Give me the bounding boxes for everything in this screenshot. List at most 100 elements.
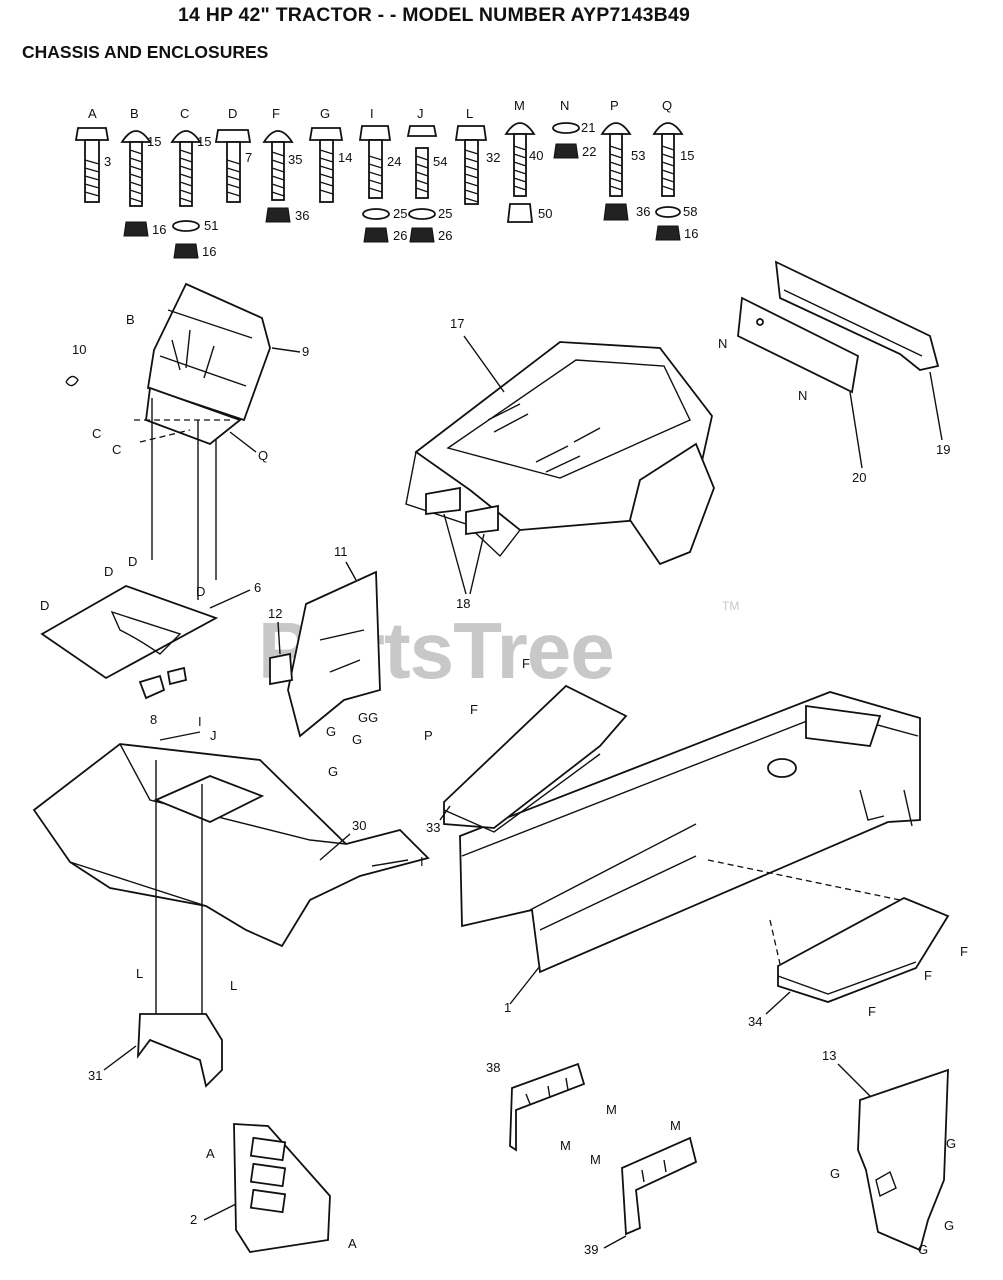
hardware-num-Q-1: 15	[680, 148, 694, 163]
label-G-side-3: G	[328, 764, 338, 779]
label-GG: GG	[358, 710, 378, 725]
hardware-I: I 24 25 26	[358, 106, 407, 243]
hardware-num-C-2: 51	[204, 218, 218, 233]
hardware-row: A 3 B 15 16 C 15 51 16	[74, 98, 698, 259]
hardware-num-J-3: 26	[438, 228, 452, 243]
label-Q-dash: Q	[258, 448, 268, 463]
hardware-num-D-1: 7	[245, 150, 252, 165]
hardware-letter-F: F	[272, 106, 280, 121]
hardware-letter-Q: Q	[662, 98, 672, 113]
label-D-1: D	[104, 564, 113, 579]
side-panel: 11 12 GG G G G	[268, 544, 381, 779]
hardware-num-I-3: 26	[393, 228, 407, 243]
hardware-J: J 54 25 26	[406, 106, 452, 243]
hardware-L: L 32	[454, 106, 500, 205]
seat-pan-34: F F F 34	[707, 859, 968, 1029]
hardware-num-I-1: 24	[387, 154, 401, 169]
callout-30: 30	[352, 818, 366, 833]
label-J-fender: J	[210, 728, 217, 743]
label-A-skirt-1: A	[206, 1146, 215, 1161]
label-G-side-2: G	[352, 732, 362, 747]
hardware-letter-I: I	[370, 106, 374, 121]
hardware-N: N 21 22	[552, 98, 596, 159]
callout-10: 10	[72, 342, 86, 357]
callout-9: 9	[302, 344, 309, 359]
label-D-3: D	[40, 598, 49, 613]
callout-8: 8	[150, 712, 157, 727]
hardware-Q: Q 15 58 16	[652, 98, 698, 241]
hardware-num-C-3: 16	[202, 244, 216, 259]
hardware-num-B-2: 16	[152, 222, 166, 237]
front-bracket: N N 19 20	[718, 260, 950, 485]
hardware-letter-A: A	[88, 106, 97, 121]
label-M-2: M	[560, 1138, 571, 1153]
label-F-pan-3: F	[868, 1004, 876, 1019]
hardware-letter-B: B	[130, 106, 139, 121]
hardware-C: C 15 51 16	[170, 106, 218, 259]
callout-38: 38	[486, 1060, 500, 1075]
hardware-num-P-2: 36	[636, 204, 650, 219]
watermark-tm: TM	[722, 599, 739, 613]
hardware-A: A 3	[74, 106, 111, 203]
hardware-letter-M: M	[514, 98, 525, 113]
callout-18: 18	[456, 596, 470, 611]
dash-panel-assembly: B 9 C C Q 10	[65, 282, 309, 600]
hardware-num-L-1: 32	[486, 150, 500, 165]
label-C-1: C	[92, 426, 101, 441]
label-I-fender-2: I	[420, 854, 424, 869]
rear-skirt: A A 2	[190, 1123, 357, 1253]
hardware-num-Q-2: 58	[683, 204, 697, 219]
label-F-pan-2: F	[924, 968, 932, 983]
callout-20: 20	[852, 470, 866, 485]
hardware-letter-G: G	[320, 106, 330, 121]
label-A-skirt-2: A	[348, 1236, 357, 1251]
label-F-seat-2: F	[470, 702, 478, 717]
hardware-num-J-2: 25	[438, 206, 452, 221]
hardware-num-M-2: 50	[538, 206, 552, 221]
hardware-P: P 53 36	[600, 98, 650, 221]
hardware-num-G-1: 14	[338, 150, 352, 165]
label-D-2: D	[128, 554, 137, 569]
label-L-1: L	[136, 966, 143, 981]
hardware-letter-P: P	[610, 98, 619, 113]
callout-34: 34	[748, 1014, 762, 1029]
side-panel-13: 13 G G G G	[822, 1048, 956, 1257]
bracket-38-39: 38 M M M M 39	[486, 1060, 698, 1257]
fender-bracket: L L 31	[88, 966, 237, 1088]
hardware-num-N-1: 21	[581, 120, 595, 135]
callout-12: 12	[268, 606, 282, 621]
hardware-letter-L: L	[466, 106, 473, 121]
hardware-num-C-1: 15	[197, 134, 211, 149]
hardware-letter-J: J	[417, 106, 424, 121]
hardware-D: D 7	[214, 106, 252, 203]
label-G-13-4: G	[918, 1242, 928, 1257]
label-G-13-2: G	[830, 1166, 840, 1181]
hardware-num-Q-3: 16	[684, 226, 698, 241]
label-B-dash: B	[126, 312, 135, 327]
hardware-num-J-1: 54	[433, 154, 447, 169]
hardware-B: B 15 16	[120, 106, 166, 237]
callout-31: 31	[88, 1068, 102, 1083]
callout-6: 6	[254, 580, 261, 595]
hardware-num-F-1: 35	[288, 152, 302, 167]
floor-plate: D D D D 6 8	[40, 554, 261, 727]
label-F-pan-1: F	[960, 944, 968, 959]
hardware-num-F-2: 36	[295, 208, 309, 223]
label-F-seat-1: F	[522, 656, 530, 671]
label-D-4: D	[196, 584, 205, 599]
label-G-13-1: G	[946, 1136, 956, 1151]
label-G-side-1: G	[326, 724, 336, 739]
fender: I J I 30	[32, 714, 430, 1040]
hardware-F: F 35 36	[262, 106, 309, 223]
label-N-1: N	[718, 336, 727, 351]
label-N-2: N	[798, 388, 807, 403]
label-M-4: M	[590, 1152, 601, 1167]
label-I-fender-1: I	[198, 714, 202, 729]
hardware-num-P-1: 53	[631, 148, 645, 163]
main-frame: 1	[459, 691, 921, 1015]
label-G-13-3: G	[944, 1218, 954, 1233]
label-M-3: M	[670, 1118, 681, 1133]
callout-39: 39	[584, 1242, 598, 1257]
hardware-M: M 40 50	[504, 98, 552, 223]
